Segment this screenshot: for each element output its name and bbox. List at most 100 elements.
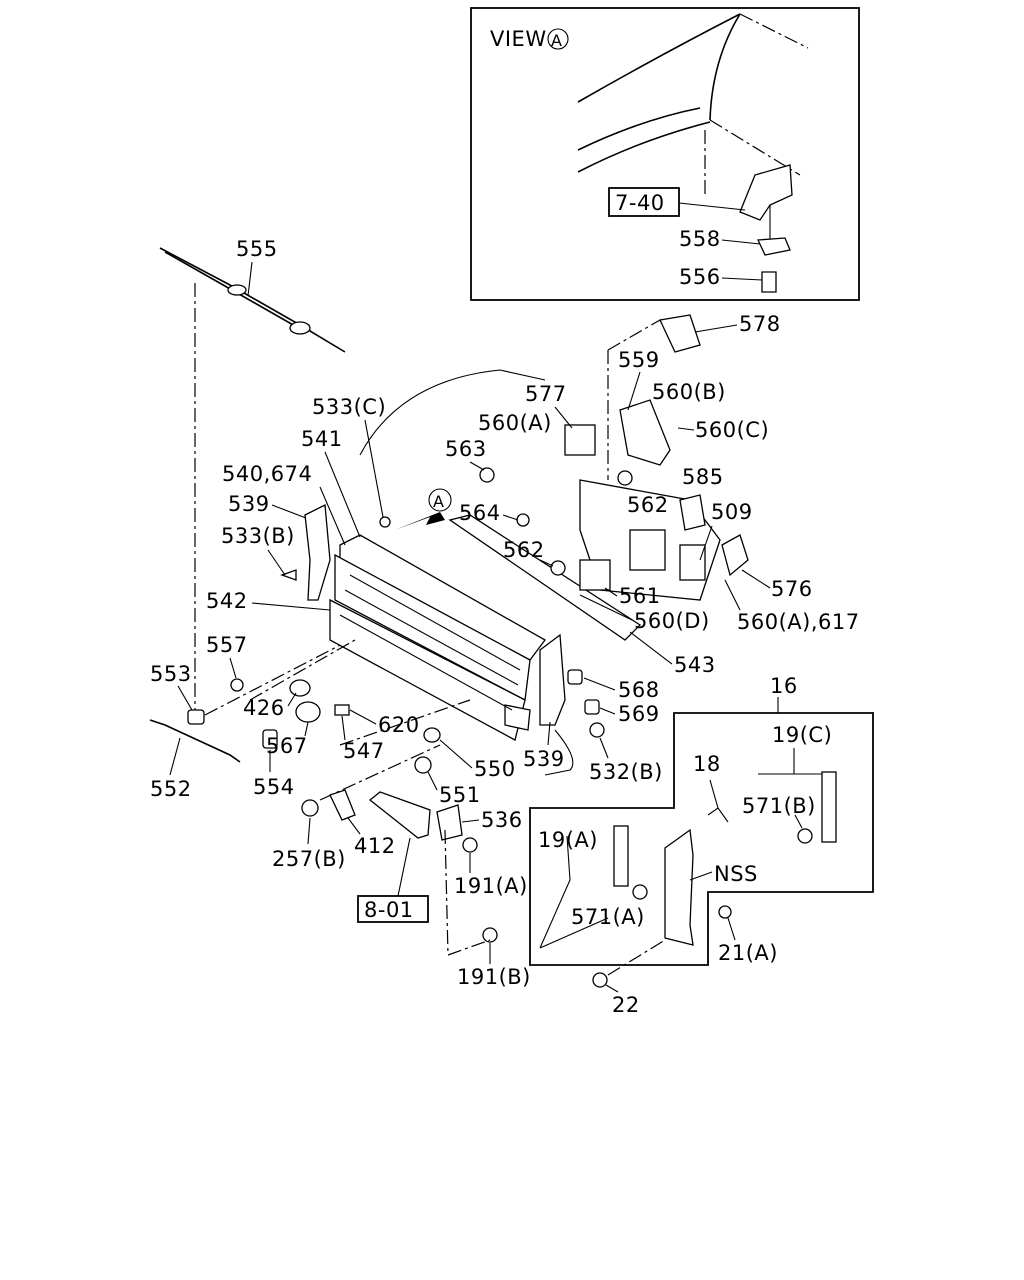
- label-552: 552: [150, 777, 192, 801]
- part-553-shape: [187, 709, 205, 725]
- leader-540: [319, 486, 346, 546]
- leader-567: [304, 721, 309, 737]
- frame-window-2: [679, 544, 706, 581]
- part-547-shape: [334, 704, 350, 716]
- ref-box-8-01[interactable]: [357, 895, 429, 923]
- cable-555-clip: [227, 284, 247, 296]
- label-191b: 191(B): [457, 965, 531, 989]
- leader-8-01: [397, 837, 411, 897]
- panel-543: [448, 514, 642, 641]
- part-561-shape: [579, 559, 611, 591]
- clip-533c: [379, 516, 391, 528]
- leader-nss: [689, 871, 713, 881]
- label-412: 412: [354, 834, 396, 858]
- label-509: 509: [711, 500, 753, 524]
- leader-412: [347, 817, 361, 835]
- leader-578: [694, 324, 738, 333]
- leader-550: [439, 739, 473, 769]
- lamp-assembly: 8-01: [301, 789, 498, 956]
- label-539b: 539: [523, 747, 565, 771]
- leader-562b: [539, 559, 554, 567]
- label-585: 585: [682, 465, 724, 489]
- cable-555: [159, 247, 346, 353]
- bracket-539-left: [304, 503, 331, 601]
- leader-563: [469, 461, 485, 471]
- leader-7-40: [678, 202, 746, 211]
- leader-569: [599, 707, 616, 715]
- label-533b: 533(B): [221, 524, 295, 548]
- direction-arrow: [395, 512, 445, 530]
- leader-564: [502, 514, 519, 521]
- label-nss: NSS: [714, 862, 758, 886]
- dash-191b: [447, 939, 491, 956]
- callout-marker-circle: [428, 488, 452, 512]
- leader-560a617: [724, 579, 741, 611]
- leader-257b: [307, 817, 311, 845]
- clip-557: [230, 678, 244, 692]
- ref-box-7-40[interactable]: [608, 187, 680, 217]
- dash-22: [607, 939, 666, 976]
- leader-19a: [539, 835, 571, 949]
- label-564: 564: [459, 501, 501, 525]
- leader-559: [627, 371, 641, 411]
- ref-8-01[interactable]: 8-01: [364, 898, 414, 922]
- label-539a: 539: [228, 492, 270, 516]
- rod-552: [149, 719, 241, 763]
- label-560a: 560(A): [478, 411, 552, 435]
- leader-541: [324, 451, 361, 538]
- lamp-8-01: [368, 791, 431, 839]
- leader-560d: [579, 594, 633, 621]
- part-556-shape: [761, 271, 777, 293]
- inset-bracket: [739, 164, 793, 221]
- leader-543: [629, 631, 673, 665]
- part-568-shape: [567, 669, 583, 685]
- label-554: 554: [253, 775, 295, 799]
- label-542: 542: [206, 589, 248, 613]
- bolt-191a: [462, 837, 478, 853]
- leader-561: [604, 587, 618, 597]
- label-19a: 19(A): [538, 828, 598, 852]
- leader-551: [427, 771, 438, 791]
- grille-end-cap: [504, 704, 531, 731]
- label-556: 556: [679, 265, 721, 289]
- label-553: 553: [150, 662, 192, 686]
- label-543: 543: [674, 653, 716, 677]
- cab-floor-line2: [577, 107, 701, 151]
- dash-191: [444, 829, 449, 956]
- cab-outline-top: [359, 369, 546, 456]
- bolt-191b: [482, 927, 498, 943]
- bolt-563: [479, 467, 495, 483]
- leader-542: [251, 602, 331, 611]
- part-578-shape: [659, 314, 701, 353]
- part-576-shape: [721, 534, 749, 577]
- label-533c: 533(C): [312, 395, 386, 419]
- part-550-shape: [423, 727, 441, 743]
- label-191a: 191(A): [454, 874, 528, 898]
- grille-lower: [329, 598, 526, 741]
- leader-18: [709, 779, 719, 809]
- dash-553: [204, 639, 351, 716]
- leader-577: [554, 406, 573, 429]
- leader-558: [721, 239, 761, 245]
- front-panel-assembly: A: [230, 314, 749, 801]
- label-426: 426: [243, 696, 285, 720]
- cable-assembly: [149, 247, 351, 763]
- fastener-21a: [718, 905, 732, 919]
- part-559-shape: [619, 399, 671, 466]
- frame-window: [629, 529, 666, 571]
- leader-553: [177, 685, 193, 711]
- label-547: 547: [343, 739, 385, 763]
- group-16-frame: [529, 712, 874, 966]
- label-559: 559: [618, 348, 660, 372]
- leader-620: [349, 709, 377, 725]
- bolt-562a: [617, 470, 633, 486]
- bolt-532b: [589, 722, 605, 738]
- leader-547: [341, 715, 346, 741]
- ref-7-40[interactable]: 7-40: [615, 191, 665, 215]
- dash-578-b: [607, 319, 661, 351]
- view-a-frame: [470, 7, 860, 301]
- dash-412: [319, 744, 441, 801]
- bolt-551: [414, 756, 432, 774]
- part-426-shape: [289, 679, 311, 697]
- strip-19c: [821, 771, 837, 843]
